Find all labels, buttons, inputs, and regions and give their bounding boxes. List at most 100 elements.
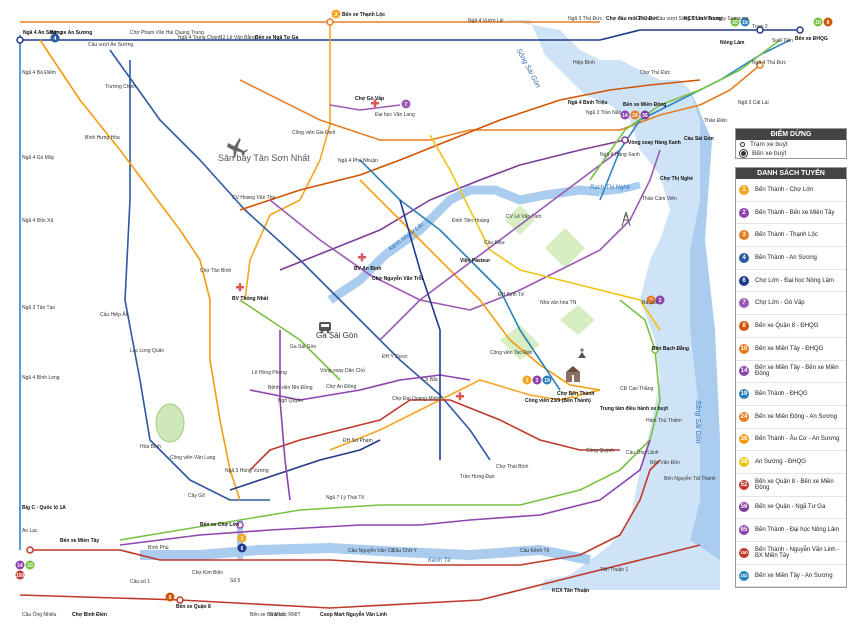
stop-label: Trung tâm điều hành xe buýt: [600, 406, 669, 412]
stop-label: Ngã 4 Thủ Đức: [752, 60, 787, 66]
route-65-line: [269, 149, 661, 311]
route-item[interactable]: 52 Bến xe Quận 8 - Bến xe Miền Đông: [736, 474, 846, 497]
svg-text:10: 10: [27, 563, 33, 569]
stop-label: Suối Tiên: [772, 38, 793, 44]
stop-label: Đinh Tiên Hoàng: [452, 218, 490, 224]
stop-label: ĐH Y Dược: [382, 354, 408, 360]
airplane-icon: [227, 138, 248, 159]
stop-label: Nhà máy Samsung: [706, 16, 749, 22]
svg-text:8: 8: [169, 595, 172, 601]
stop-label: Nông Lâm: [720, 40, 745, 46]
stop-label: 12 Lê Văn Bằng: [220, 35, 256, 41]
route-7-line: [329, 104, 401, 111]
stop-label: Ngã 4 Hàng Xanh: [600, 152, 640, 158]
svg-text:14: 14: [17, 563, 23, 569]
market-icon: [566, 366, 580, 382]
stop-label: Ba Son: [642, 300, 659, 306]
ben-nghe-canal: [140, 542, 591, 565]
stadium-park: [155, 403, 185, 443]
stop-label: Hiệp Bình: [573, 60, 595, 66]
route-name: Bến Thành - Thạnh Lộc: [755, 232, 818, 239]
stop-label: Cô Bắc: [422, 377, 439, 383]
route-name: Bến xe Miền Đông - An Sương: [755, 413, 837, 420]
route-item[interactable]: 24 Bến xe Miền Đông - An Sương: [736, 406, 846, 429]
svg-text:19: 19: [544, 378, 550, 384]
stop-label: Trạm 2: [752, 24, 768, 30]
stop-type-row: Trạm xe buýt: [736, 140, 846, 149]
stops-legend-title: ĐIỂM DỪNG: [736, 129, 846, 140]
church-icon: [578, 348, 586, 358]
stop-label: Đại học RMIT: [270, 612, 301, 618]
route-number-badge: 65: [739, 525, 749, 536]
stop-label: Bến Bạch Đằng: [652, 346, 689, 352]
route-number-badge: 24: [739, 411, 749, 422]
stop-label: Cầu số 1: [130, 579, 151, 585]
svg-text:150: 150: [16, 573, 25, 579]
canal-label-3: Kênh Tẻ: [428, 558, 451, 564]
route-inner-red: [249, 399, 620, 471]
stop-label: Ngã 4 Trung Chánh: [178, 35, 222, 41]
stop-label: Viện Pasteur: [460, 258, 491, 264]
route-2-line: [249, 374, 471, 401]
stop-label: Bệnh viện Nhi Đồng: [268, 385, 313, 391]
route-name: Bến Thành - Đại học Nông Lâm: [755, 527, 840, 534]
park-3: [560, 305, 595, 335]
park-1: [505, 205, 535, 235]
stop-label: Bến xe Ngã Tư Ga: [255, 35, 299, 41]
route-number-badge: 52: [739, 479, 749, 490]
stop-label: Bến Nguyễn Tất Thành: [664, 476, 716, 482]
route-item[interactable]: 65 Bến Thành - Đại học Nông Lâm: [736, 519, 846, 542]
stop-label: Chợ Thị Nghè: [660, 176, 693, 182]
route-name: Bến xe Quận 8 - Bến xe Miền Đông: [755, 478, 834, 491]
route-52-line: [30, 459, 661, 566]
stop-label: Bến xe Chợ Lớn: [200, 522, 240, 528]
stop-label: Ngã 4 Bình Triệu: [568, 100, 608, 106]
nhieu-loc-canal: [327, 185, 601, 304]
route-west-trunk-2: [39, 39, 241, 501]
stop-label: Chợ Bến Thành: [557, 391, 595, 397]
stop-label: Cầu Ông Nhiêu: [22, 612, 57, 618]
stop-label: BV Thống Nhất: [232, 296, 269, 302]
stop-label: Hòa Bình: [140, 444, 161, 450]
stop-label: Nhà văn hóa TN: [540, 300, 577, 306]
thi-nghe-canal: [599, 181, 641, 196]
route-dhqg-green: [589, 39, 781, 181]
route-west-trunk: [124, 60, 270, 501]
stop-label: Ngô Quyền: [278, 398, 304, 404]
bus-stop-icon: [740, 142, 745, 147]
route-24b-line: [379, 149, 621, 341]
stop-label: An Lạc: [22, 528, 38, 534]
station-markers[interactable]: [16, 18, 804, 604]
route-number-badge: 7: [739, 298, 749, 309]
stop-label: Coop Mart Nguyễn Văn Linh: [320, 612, 387, 618]
route-name: Bến Thành - An Sương: [755, 254, 817, 261]
stops-legend: ĐIỂM DỪNG Trạm xe buýt Bến xe buýt: [735, 128, 847, 159]
svg-text:24: 24: [632, 113, 638, 119]
stop-label: Công viên 23/9 (Bến Thành): [525, 398, 591, 404]
route-name: Bến xe Miền Tây - Bến xe Miền Đông: [755, 365, 839, 378]
station-label: Ga Sài Gòn: [316, 331, 358, 340]
stop-label: Chợ Bình Điền: [72, 612, 107, 618]
route-1-line: [329, 379, 601, 451]
svg-text:2: 2: [659, 298, 662, 304]
stop-label: Ngã 3 Hùng Vương: [225, 468, 269, 474]
stop-label: Cầu Kiệu: [484, 240, 505, 246]
stop-label: BV An Bình: [354, 266, 382, 272]
stop-label: Chợ Nguyễn Văn Trỗi: [372, 276, 424, 282]
stop-label: KCX Linh Trung: [684, 16, 722, 22]
